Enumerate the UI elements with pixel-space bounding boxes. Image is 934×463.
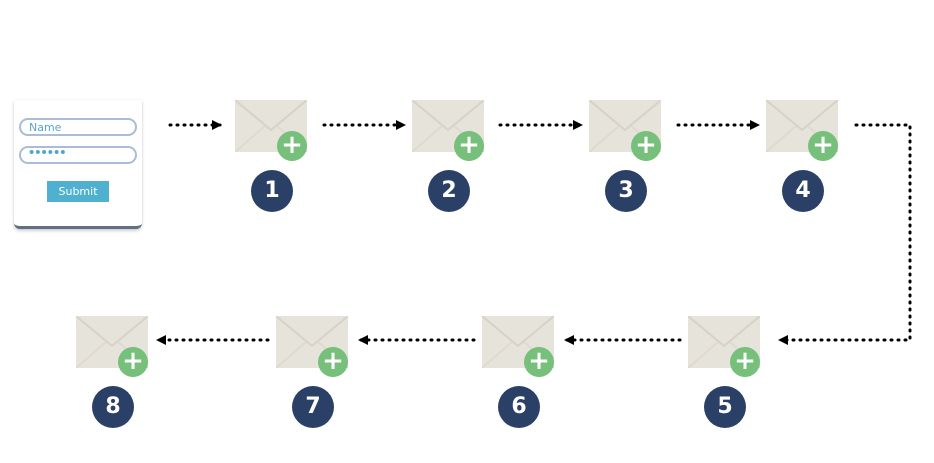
step-7: + 7 bbox=[276, 316, 356, 436]
step-number-badge: 8 bbox=[92, 386, 134, 428]
step-3: + 3 bbox=[589, 100, 669, 220]
name-placeholder: Name bbox=[29, 121, 62, 134]
step-number-badge: 4 bbox=[782, 170, 824, 212]
step-number-badge: 5 bbox=[704, 386, 746, 428]
connector-4-to-5 bbox=[778, 123, 912, 345]
step-8: + 8 bbox=[76, 316, 156, 436]
plus-icon: + bbox=[118, 347, 148, 377]
step-1: + 1 bbox=[235, 100, 315, 220]
step-number-badge: 6 bbox=[498, 386, 540, 428]
step-number-badge: 1 bbox=[251, 170, 293, 212]
plus-icon: + bbox=[454, 131, 484, 161]
step-2: + 2 bbox=[412, 100, 492, 220]
envelope-icon bbox=[76, 316, 148, 368]
step-5: + 5 bbox=[688, 316, 768, 436]
step-number-badge: 2 bbox=[428, 170, 470, 212]
password-field[interactable]: •••••• bbox=[19, 144, 137, 164]
plus-icon: + bbox=[631, 131, 661, 161]
name-field[interactable]: Name bbox=[19, 118, 137, 136]
step-number-badge: 3 bbox=[605, 170, 647, 212]
plus-icon: + bbox=[277, 131, 307, 161]
submit-button[interactable]: Submit bbox=[47, 181, 109, 202]
step-4: + 4 bbox=[766, 100, 846, 220]
signup-form: Name •••••• Submit bbox=[14, 100, 142, 229]
plus-icon: + bbox=[808, 131, 838, 161]
step-number-badge: 7 bbox=[292, 386, 334, 428]
password-mask: •••••• bbox=[29, 144, 67, 161]
plus-icon: + bbox=[524, 347, 554, 377]
plus-icon: + bbox=[730, 347, 760, 377]
plus-icon: + bbox=[318, 347, 348, 377]
step-6: + 6 bbox=[482, 316, 562, 436]
